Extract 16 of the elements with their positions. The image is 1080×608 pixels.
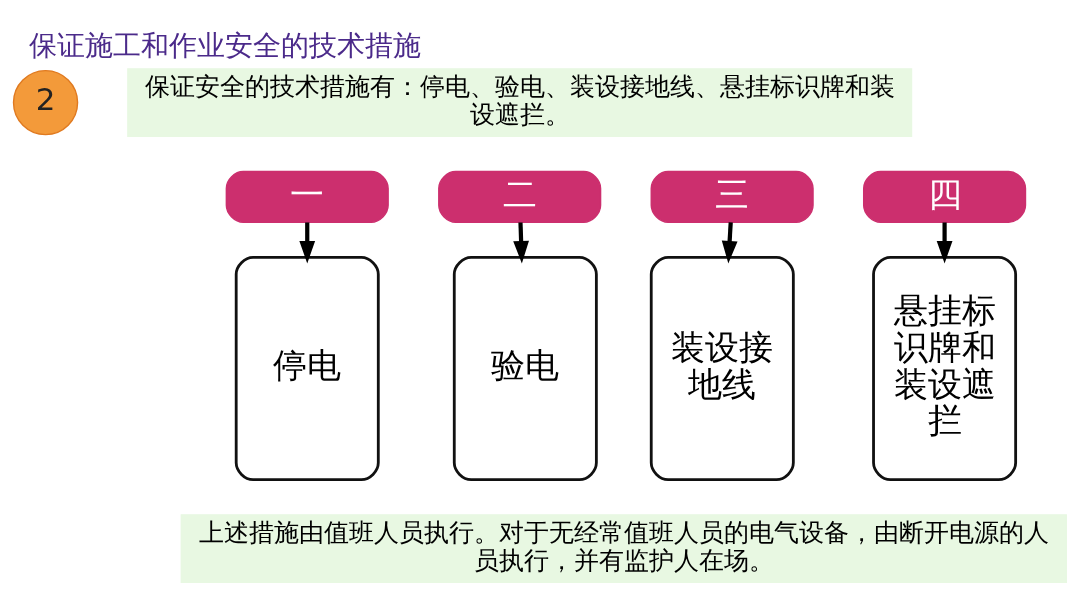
arrow bbox=[299, 221, 316, 263]
diagram-title: 保证施工和作业安全的技术措施 bbox=[28, 28, 421, 62]
node-circle: 2 bbox=[12, 69, 79, 135]
arrow bbox=[513, 221, 529, 263]
node-box: 三 bbox=[650, 170, 814, 223]
node-box: 一 bbox=[225, 170, 389, 223]
arrow bbox=[936, 221, 953, 263]
node-box: 二 bbox=[438, 170, 602, 223]
node-box: 停电 bbox=[234, 255, 380, 481]
node-box: 上述措施由值班人员执行。对于无经常值班人员的电气设备，由断开电源的人员执行，并有监护人在场。 bbox=[180, 513, 1067, 583]
node-box: 悬挂标识牌和装设遮拦 bbox=[872, 255, 1018, 481]
node-box: 装设接地线 bbox=[649, 255, 795, 481]
node-box: 保证安全的技术措施有：停电、验电、装设接地线、悬挂标识牌和装设遮拦。 bbox=[127, 67, 913, 137]
node-box: 四 bbox=[863, 170, 1027, 223]
arrow bbox=[721, 221, 738, 263]
node-box: 验电 bbox=[452, 255, 598, 481]
